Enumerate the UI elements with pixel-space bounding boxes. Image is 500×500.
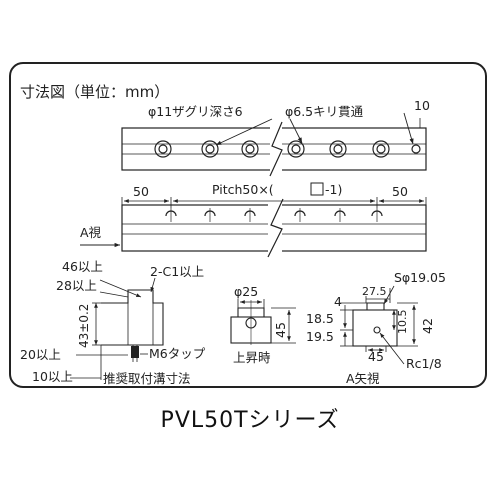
- side-view: [80, 182, 427, 258]
- lift-dim-45: 45: [273, 322, 288, 338]
- a-view-body: [352, 309, 398, 347]
- counterbore-hole: [201, 140, 219, 158]
- a-view-label: A視: [80, 225, 102, 240]
- hole-mark: [334, 208, 346, 222]
- pitch-suffix: -1): [325, 182, 342, 197]
- hole-mark: [294, 208, 306, 222]
- groove-outline: [101, 289, 164, 346]
- hole-mark: [371, 208, 383, 222]
- counterbore-hole: [372, 140, 390, 158]
- break-mark: [267, 198, 284, 258]
- groove-dim-chamfer: 2-C1以上: [150, 264, 204, 279]
- a-view-dim-27-5: 27.5: [362, 285, 387, 298]
- hole-mark: [204, 208, 216, 222]
- drawing-heading: 寸法図（単位：mm）: [20, 83, 169, 101]
- a-view: [340, 285, 418, 365]
- counterbore-hole: [241, 140, 259, 158]
- side-right-dim: 50: [392, 184, 408, 199]
- counterbore-hole: [287, 140, 305, 158]
- a-view-port-label: Rc1/8: [406, 356, 442, 371]
- groove-dim-20: 20以上: [20, 347, 61, 362]
- groove-dim-28: 28以上: [56, 278, 97, 293]
- end-offset-dim: 10: [414, 98, 430, 113]
- through-hole-label: φ6.5キリ貫通: [285, 104, 364, 119]
- a-view-dim-18-5: 18.5: [306, 311, 334, 326]
- a-view-dim-19-5: 19.5: [306, 329, 334, 344]
- drawing-frame: [9, 62, 487, 388]
- counterbore-hole: [329, 140, 347, 158]
- groove-dim-10: 10以上: [32, 369, 73, 384]
- lift-caption: 上昇時: [233, 350, 271, 365]
- a-view-dim-45: 45: [368, 349, 384, 364]
- groove-dim-46: 46以上: [62, 259, 103, 274]
- through-hole: [411, 144, 421, 154]
- counterbore-label: φ11ザグリ深さ6: [148, 104, 243, 119]
- hole-mark: [244, 208, 256, 222]
- lift-view: [230, 299, 296, 345]
- side-left-dim: 50: [133, 184, 149, 199]
- a-view-dim-sphi: Sφ19.05: [394, 270, 446, 285]
- groove-dim-43: 43±0.2: [77, 304, 91, 348]
- pitch-prefix: Pitch50×(: [212, 182, 274, 197]
- a-view-dim-42: 42: [420, 318, 435, 334]
- break-mark: [269, 121, 283, 177]
- a-view-dim-4: 4: [334, 294, 342, 309]
- a-view-caption: A矢視: [346, 371, 380, 386]
- hole-mark: [165, 208, 177, 222]
- groove-section: [70, 277, 164, 380]
- pitch-count-box: [310, 182, 324, 196]
- series-title: PVL50Tシリーズ: [160, 408, 340, 433]
- groove-caption: 推奨取付溝寸法: [103, 371, 191, 386]
- tap-label: M6タップ: [149, 346, 206, 361]
- counterbore-hole: [154, 140, 172, 158]
- top-view: [121, 112, 427, 177]
- lift-dim-phi25: φ25: [234, 284, 258, 299]
- a-view-dim-10-5: 10.5: [396, 310, 409, 335]
- a-view-port: [373, 326, 381, 334]
